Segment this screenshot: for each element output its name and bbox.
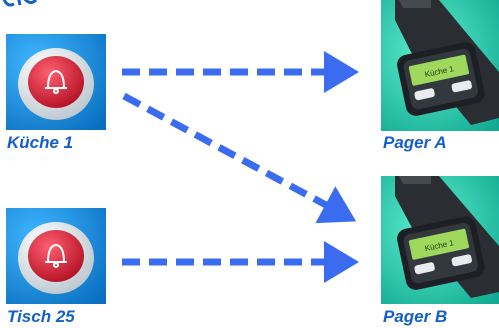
- pager-graphic: Küche 1: [381, 0, 499, 131]
- pager-b-screen: [408, 228, 469, 260]
- call-button-tisch-25[interactable]: [6, 208, 106, 304]
- pager-graphic: Küche 1: [381, 176, 499, 304]
- pager-b[interactable]: Küche 1: [381, 176, 499, 304]
- pager-a-button-right: [451, 80, 472, 93]
- arrow-kueche1-to-pager-b: [122, 92, 357, 224]
- call-button-graphic: [6, 208, 106, 304]
- sender-label-tisch-25: Tisch 25: [7, 307, 75, 326]
- pager-a[interactable]: Küche 1: [381, 0, 499, 131]
- sender-label-kueche-1: Küche 1: [7, 133, 74, 152]
- pager-a-screen: [408, 54, 469, 86]
- cropped-top-line: [0, 0, 60, 24]
- bell-icon: [45, 69, 67, 94]
- receiver-label-pager-b: Pager B: [383, 307, 448, 326]
- receiver-label-pager-a: Pager A: [383, 133, 447, 152]
- cropped-caption-fragment: [2, 0, 38, 7]
- pager-b-button-left: [414, 262, 435, 275]
- pager-a-button-left: [414, 88, 435, 101]
- bell-icon: [45, 243, 67, 268]
- call-button-kueche-1[interactable]: [6, 34, 106, 130]
- call-button-graphic: [6, 34, 106, 130]
- pager-b-button-right: [451, 254, 472, 267]
